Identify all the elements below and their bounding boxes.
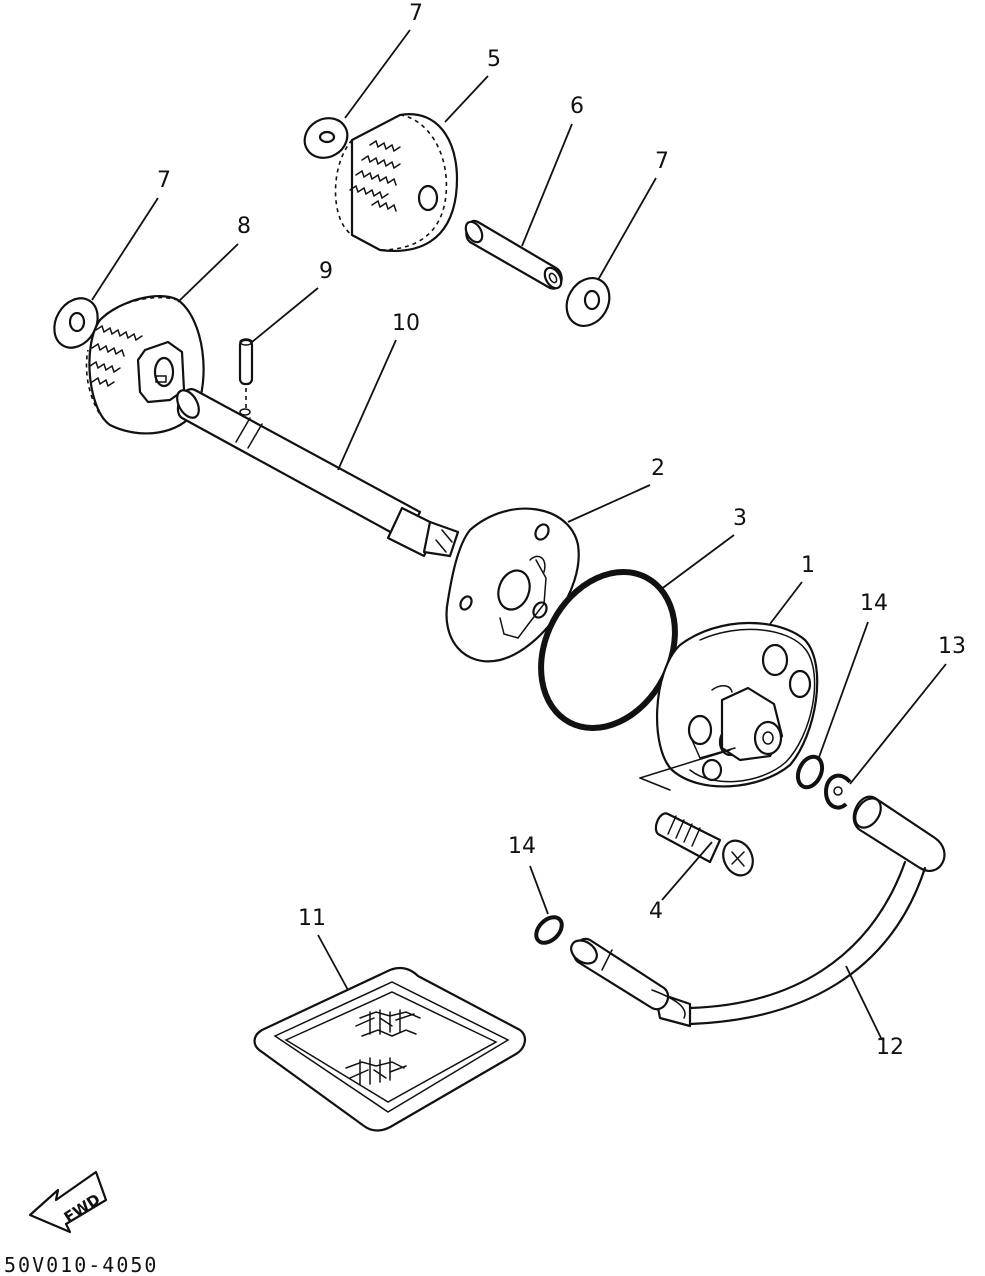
- leader-line-p10: [337, 339, 397, 471]
- part-number-p7c: 7: [157, 168, 171, 193]
- leader-line-p5: [444, 75, 489, 123]
- leader-line-p14b: [529, 865, 549, 915]
- oil-strainer[interactable]: [253, 966, 526, 1132]
- pump-drive-shaft[interactable]: [173, 387, 460, 558]
- part-number-p7b: 7: [655, 149, 669, 174]
- leader-line-p14a: [817, 621, 869, 761]
- part-number-p6: 6: [570, 94, 584, 119]
- oil-delivery-pipe[interactable]: [567, 794, 946, 1028]
- leader-line-p7a: [344, 29, 411, 119]
- oil-pump-housing[interactable]: [655, 621, 819, 788]
- part-number-p13: 13: [938, 634, 966, 659]
- leader-line-p4: [661, 841, 713, 901]
- drawing-code: 50V010-4050: [4, 1253, 158, 1276]
- part-number-p14a: 14: [860, 591, 888, 616]
- part-number-p3: 3: [733, 506, 747, 531]
- leader-line-p7b: [597, 177, 657, 281]
- o-ring-small-left[interactable]: [531, 912, 566, 947]
- leader-line-p1: [769, 581, 803, 625]
- leader-line-p6: [521, 123, 573, 247]
- part-number-p9: 9: [319, 259, 333, 284]
- dowel-pin[interactable]: [238, 338, 254, 410]
- screw[interactable]: [639, 749, 758, 880]
- leader-line-p8: [177, 243, 239, 303]
- part-number-p12: 12: [876, 1035, 904, 1060]
- washer-right[interactable]: [558, 270, 618, 333]
- part-number-p7a: 7: [409, 1, 423, 26]
- part-number-p5: 5: [487, 47, 501, 72]
- leader-line-p9: [251, 287, 319, 343]
- leader-line-p7c: [91, 197, 159, 301]
- leader-line-p13: [849, 663, 947, 785]
- leader-line-p2: [567, 484, 651, 523]
- drive-gear[interactable]: [85, 295, 205, 435]
- part-number-p8: 8: [237, 214, 251, 239]
- part-number-p11: 11: [298, 906, 326, 931]
- circlip[interactable]: [823, 773, 852, 810]
- part-leaders: [91, 29, 947, 1041]
- part-number-p4: 4: [649, 899, 663, 924]
- washer-top[interactable]: [297, 111, 354, 166]
- leader-line-p12: [845, 965, 883, 1041]
- forward-direction-arrow: FWD: [28, 1170, 108, 1234]
- idler-gear[interactable]: [334, 113, 459, 252]
- part-number-p1: 1: [801, 553, 815, 578]
- part-number-p10: 10: [392, 311, 420, 336]
- pump-cover-plate[interactable]: [445, 507, 580, 663]
- part-number-p2: 2: [651, 456, 665, 481]
- leader-line-p3: [659, 534, 735, 591]
- part-number-p14b: 14: [508, 834, 536, 859]
- leader-line-p11: [317, 934, 349, 991]
- o-ring-small-right[interactable]: [793, 753, 826, 791]
- idler-shaft[interactable]: [462, 219, 564, 291]
